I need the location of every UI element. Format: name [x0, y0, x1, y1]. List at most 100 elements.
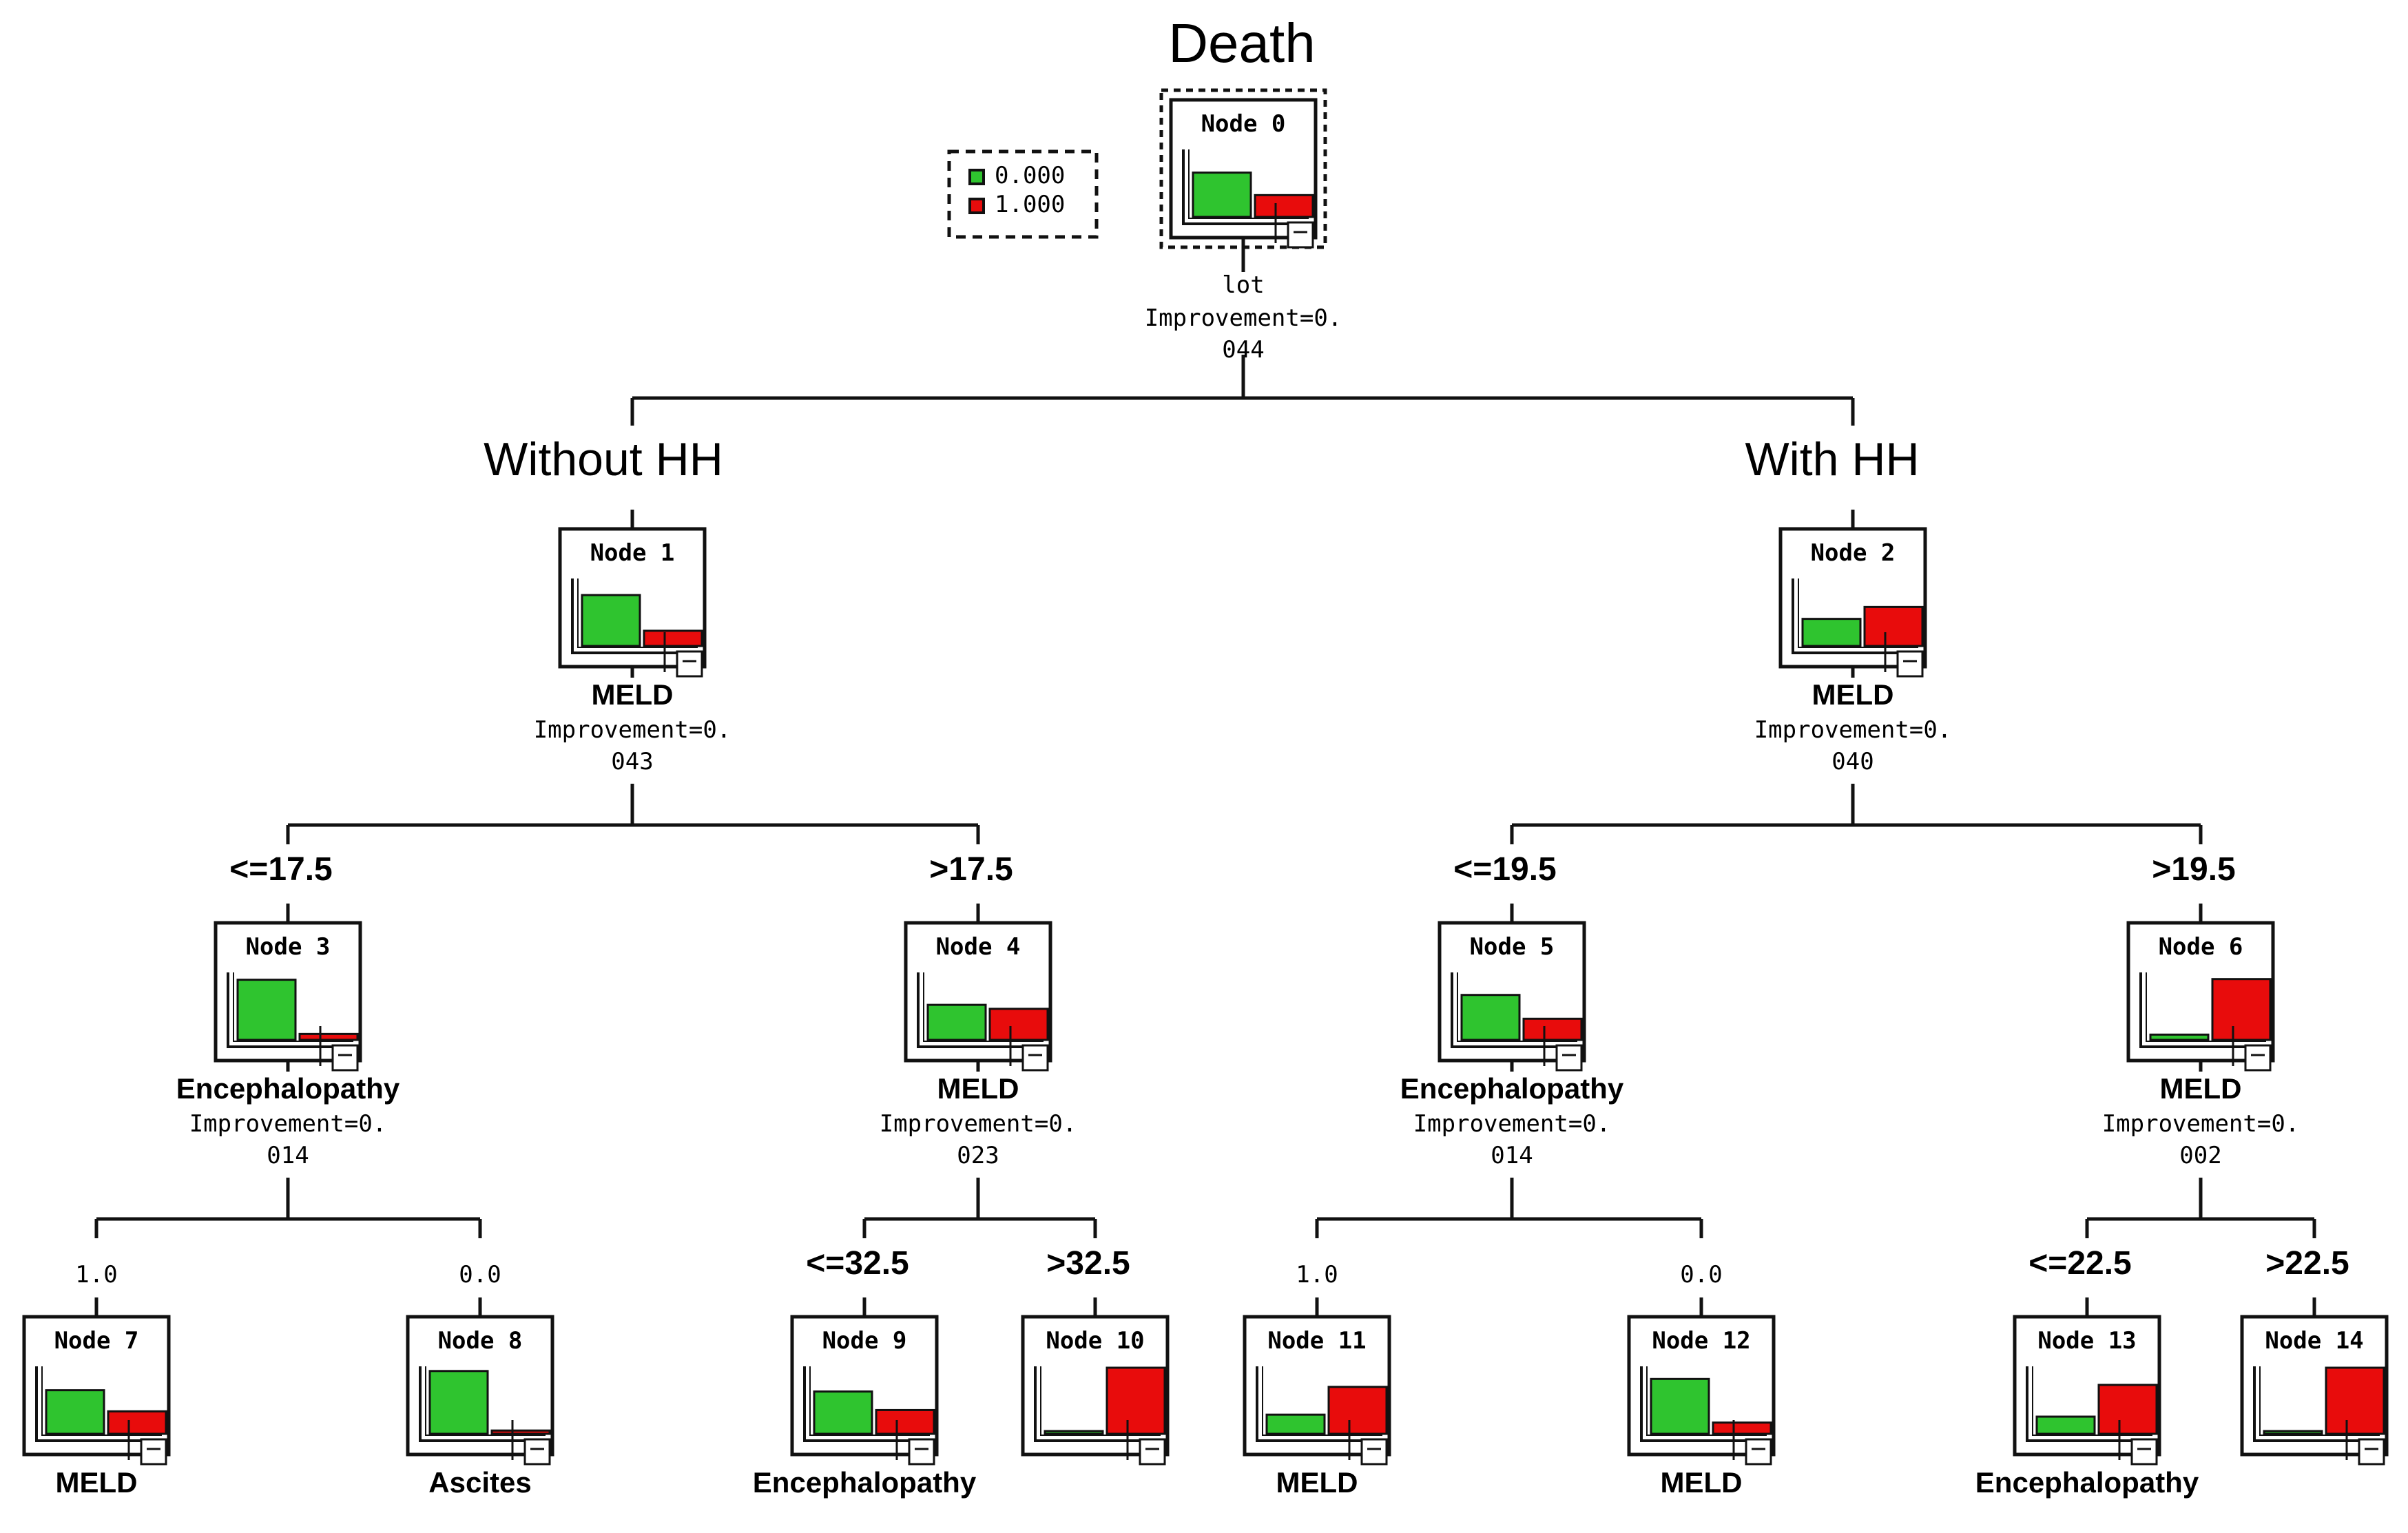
split-improvement: Improvement=0. [534, 716, 731, 744]
node-corner-box [2244, 1044, 2272, 1072]
node-corner-box [1745, 1438, 1772, 1466]
node-corner-box [1555, 1044, 1583, 1072]
bar-class-1 [490, 1429, 551, 1435]
node-corner-box [676, 650, 703, 678]
node-axis [419, 1366, 546, 1442]
node-label: Node 12 [1652, 1327, 1750, 1355]
node-label: Node 13 [2037, 1327, 2136, 1355]
split-improvement-value: 014 [1491, 1142, 1533, 1169]
bar-class-0 [1801, 618, 1862, 647]
node-label: Node 6 [2159, 933, 2243, 961]
node-axis [1792, 578, 1918, 654]
bar-class-1 [2325, 1366, 2385, 1435]
legend-label: 1.000 [995, 191, 1065, 218]
node-axis [571, 578, 698, 654]
bar-class-0 [813, 1390, 873, 1435]
split-variable: MELD [592, 678, 674, 711]
legend-swatch [968, 198, 985, 214]
node-corner-box [1360, 1438, 1388, 1466]
node-axis-inner [2032, 1366, 2152, 1436]
node-corner-box [1139, 1438, 1166, 1466]
split-variable: Ascites [428, 1466, 531, 1499]
node-axis-inner [1798, 578, 1918, 648]
split-variable: MELD [937, 1072, 1019, 1105]
tree-node: Node 5<=19.5EncephalopathyImprovement=0.… [1400, 851, 1624, 1169]
bar-class-0 [581, 594, 641, 647]
split-improvement: Improvement=0. [1754, 716, 1952, 744]
node-axis [227, 972, 353, 1048]
node-axis-inner [1040, 1366, 1161, 1436]
branch-label: >19.5 [2152, 851, 2235, 888]
branch-label: Without HH [484, 433, 723, 486]
node-label: Node 1 [590, 539, 675, 567]
node-axis-inner [1188, 149, 1309, 219]
node-axis-inner [2259, 1366, 2380, 1436]
node-axis-inner [1646, 1366, 1767, 1436]
node-axis-inner [923, 972, 1044, 1042]
bar-class-1 [1863, 605, 1924, 647]
split-variable: MELD [1661, 1466, 1743, 1499]
node-label: Node 4 [936, 933, 1021, 961]
node-corner-box [908, 1438, 935, 1466]
split-variable: Encephalopathy [753, 1466, 977, 1499]
node-axis [35, 1366, 162, 1442]
node-corner-box [1287, 221, 1314, 249]
bar-class-1 [1254, 194, 1314, 218]
tree-node: Node 3<=17.5EncephalopathyImprovement=0.… [176, 851, 400, 1169]
branch-label: <=19.5 [1453, 851, 1556, 888]
bar-class-1 [988, 1008, 1049, 1041]
split-improvement-value: 044 [1222, 336, 1264, 364]
branch-label: <=22.5 [2028, 1245, 2131, 1282]
split-variable: Encephalopathy [176, 1072, 400, 1105]
node-axis [2253, 1366, 2380, 1442]
split-variable: MELD [56, 1466, 138, 1499]
node-axis-inner [41, 1366, 162, 1436]
branch-label: >17.5 [929, 851, 1013, 888]
node-axis-inner [577, 578, 698, 648]
branch-label: >32.5 [1046, 1245, 1130, 1282]
split-improvement-value: 014 [267, 1142, 309, 1169]
bar-class-1 [2211, 978, 2272, 1041]
node-label: Node 2 [1811, 539, 1896, 567]
bar-class-1 [107, 1410, 167, 1435]
bar-class-0 [2035, 1415, 2096, 1435]
split-improvement: Improvement=0. [1413, 1110, 1611, 1138]
branch-label: 0.0 [1680, 1261, 1722, 1289]
split-improvement-value: 023 [957, 1142, 999, 1169]
node-label: Node 5 [1470, 933, 1555, 961]
bar-class-0 [1192, 171, 1252, 218]
node-label: Node 9 [822, 1327, 907, 1355]
bar-class-0 [2149, 1033, 2210, 1041]
node-corner-box [140, 1438, 167, 1466]
split-improvement-value: 002 [2179, 1142, 2221, 1169]
node-corner-box [1896, 650, 1924, 678]
bar-class-1 [298, 1032, 359, 1041]
legend-frame [947, 149, 1099, 239]
split-variable: lot [1222, 271, 1264, 299]
bar-class-0 [45, 1389, 105, 1435]
branch-label: 1.0 [1296, 1261, 1338, 1289]
node-corner-box [523, 1438, 551, 1466]
node-corner-box [2130, 1438, 2158, 1466]
bar-class-0 [1650, 1377, 1710, 1435]
node-axis [1034, 1366, 1161, 1442]
node-axis [917, 972, 1044, 1048]
node-axis [1182, 149, 1309, 225]
node-axis [803, 1366, 930, 1442]
bar-class-0 [926, 1003, 987, 1041]
node-label: Node 3 [246, 933, 331, 961]
node-corner-box [1021, 1044, 1049, 1072]
bar-class-0 [236, 979, 297, 1041]
split-improvement: Improvement=0. [880, 1110, 1077, 1138]
node-label: Node 7 [54, 1327, 139, 1355]
bar-class-1 [643, 629, 703, 647]
